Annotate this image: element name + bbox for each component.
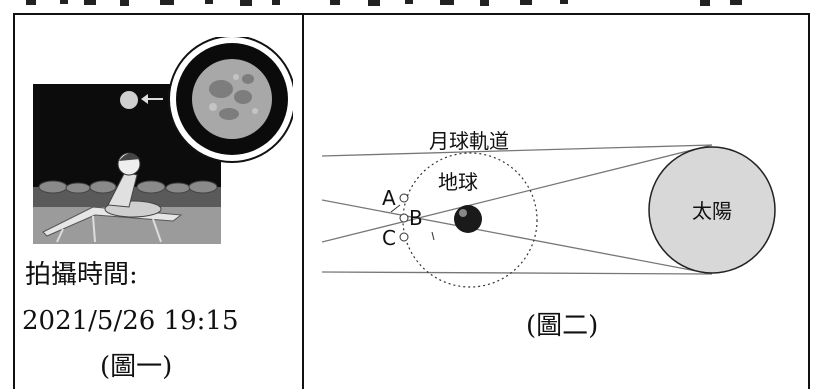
orbit-diagram: 月球軌道 地球 太陽 A B C <box>322 129 776 288</box>
moon-position-b <box>399 213 409 223</box>
moon-position-a <box>399 193 409 203</box>
figure1-caption: (圖一) <box>100 352 173 382</box>
moon-orbit-label: 月球軌道 <box>429 129 509 153</box>
arrow-icon <box>141 94 148 104</box>
magnified-moon <box>192 59 272 139</box>
figure-table <box>13 13 810 389</box>
figure2-caption: (圖二) <box>526 311 599 341</box>
moon-position-c <box>399 232 409 242</box>
cropped-text-strip <box>0 0 823 14</box>
capture-time-label: 拍攝時間: <box>25 260 138 290</box>
figure1-cell: 拍攝時間: 2021/5/26 19:15 (圖一) <box>15 15 302 389</box>
small-moon <box>120 91 138 109</box>
label-c: C <box>382 226 396 250</box>
capture-time-value: 2021/5/26 19:15 <box>22 306 239 336</box>
figure2-cell: 月球軌道 地球 太陽 A B C (圖二) <box>304 15 808 389</box>
sun-label: 太陽 <box>692 199 732 223</box>
sun <box>648 146 776 274</box>
label-a: A <box>382 186 396 210</box>
earth-label: 地球 <box>438 170 478 194</box>
table-divider <box>302 13 304 389</box>
label-b: B <box>409 206 423 230</box>
earth <box>454 205 482 233</box>
moon-photo-illustration <box>33 37 293 244</box>
person-on-lounge-chair <box>42 152 183 243</box>
